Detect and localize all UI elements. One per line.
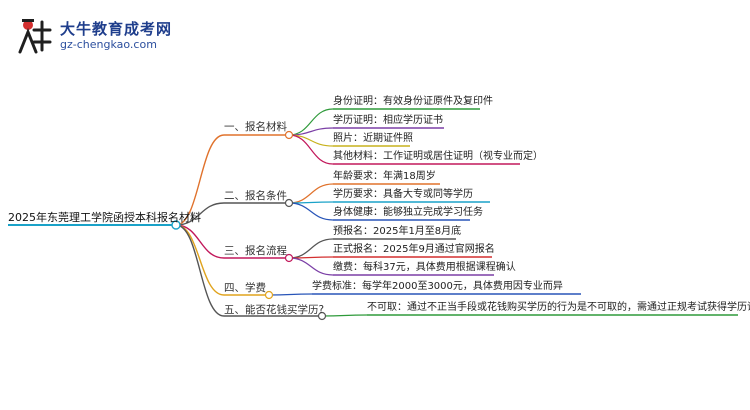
leaf-pre-register: 预报名：2025年1月至8月底: [333, 226, 462, 237]
logo-title: 大牛教育成考网: [60, 20, 173, 38]
branch-node-1: [284, 130, 294, 140]
branch-node-4: [264, 290, 274, 300]
edge-root-branch-1: [175, 134, 225, 226]
leaf-photo: 照片：近期证件照: [333, 133, 413, 144]
mindmap-edges: [8, 108, 738, 321]
branch-label-materials: 一、报名材料: [224, 121, 287, 133]
branch-label-process: 三、报名流程: [224, 245, 287, 257]
leaf-tuition-standard: 学费标准：每学年2000至3000元，具体费用因专业而异: [312, 281, 563, 292]
mascot-icon: [18, 19, 52, 54]
branch-label-buy-degree: 五、能否花钱买学历?: [224, 304, 325, 316]
leaf-other-materials: 其他材料：工作证明或居住证明（视专业而定）: [333, 151, 543, 162]
branch-node-5: [317, 311, 327, 321]
branch-node-2: [284, 198, 294, 208]
edge-branch-3-leaf-1: [288, 238, 334, 259]
logo-url: gz-chengkao.com: [60, 38, 157, 51]
branch-node-3: [284, 253, 294, 263]
edge-branch-4-leaf-1: [268, 293, 313, 296]
branch-label-tuition: 四、学费: [224, 282, 266, 294]
leaf-health-req: 身体健康：能够独立完成学习任务: [333, 207, 483, 218]
root-node-label: 2025年东莞理工学院函授本科报名材料: [8, 211, 201, 224]
edge-branch-2-leaf-1: [288, 183, 334, 204]
leaf-id-proof: 身份证明：有效身份证原件及复印件: [333, 96, 493, 107]
leaf-age-req: 年龄要求：年满18周岁: [333, 171, 436, 182]
leaf-fee: 缴费：每科37元，具体费用根据课程确认: [333, 262, 516, 273]
root-node: [171, 220, 181, 230]
leaf-not-advisable: 不可取：通过不正当手段或花钱购买学历的行为是不可取的，需通过正规考试获得学历证书…: [367, 302, 750, 313]
edge-root-branch-3: [175, 224, 225, 259]
edge-branch-2-leaf-3: [288, 202, 334, 221]
edge-root-branch-2: [175, 202, 225, 226]
edge-root-branch-4: [175, 224, 225, 296]
branch-label-conditions: 二、报名条件: [224, 190, 287, 202]
leaf-edu-proof: 学历证明：相应学历证书: [333, 115, 443, 126]
edge-branch-5-leaf-1: [321, 314, 368, 317]
leaf-edu-req: 学历要求：具备大专或同等学历: [333, 189, 473, 200]
edge-root-branch-5: [175, 224, 225, 317]
site-logo[interactable]: 大牛教育成考网 gz-chengkao.com: [14, 16, 214, 56]
leaf-official-register: 正式报名：2025年9月通过官网报名: [333, 244, 495, 255]
edge-branch-3-leaf-3: [288, 257, 334, 276]
edge-branch-1-leaf-4: [288, 134, 334, 165]
